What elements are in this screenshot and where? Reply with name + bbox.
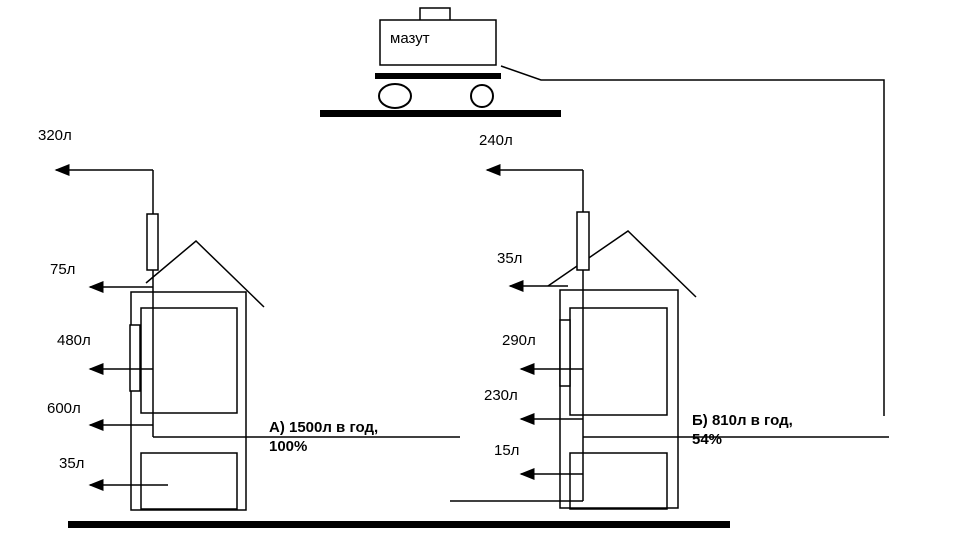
ground-line <box>68 521 730 528</box>
house-a-window-sill <box>129 324 141 392</box>
house-a-roof-loss-label: 75л <box>50 261 76 278</box>
house-b-wall <box>559 289 679 509</box>
house-a-chimney <box>146 213 159 271</box>
house-b-window-sill <box>559 319 571 387</box>
house-b-roof <box>547 230 697 298</box>
house-a-basement <box>140 452 238 510</box>
house-a-floor-loss-label: 35л <box>59 455 85 472</box>
house-b-chimney <box>576 211 590 271</box>
house-a-chimney-loss-label: 320л <box>38 127 72 144</box>
house-a-window-loss-label: 480л <box>57 332 91 349</box>
tank-label: мазут <box>390 30 430 47</box>
house-a-caption-line2: 100% <box>269 438 308 455</box>
house-a-caption-line1: А) 1500л в год, <box>269 419 379 436</box>
house-a-window-frame <box>140 307 238 414</box>
fuel-line <box>500 65 885 416</box>
house-b-caption-line2: 54% <box>692 431 723 448</box>
house-a-wall-loss-label: 600л <box>47 400 81 417</box>
tank-chassis <box>375 73 501 79</box>
house-b-roof-loss-label: 35л <box>497 250 523 267</box>
tank-rail <box>320 110 561 117</box>
tank-wheel-right <box>470 84 494 108</box>
house-a <box>54 164 460 511</box>
house-a-caption: А) 1500л в год, 100% <box>269 418 378 456</box>
house-b-window-frame <box>569 307 668 416</box>
house-b-window-loss-label: 290л <box>502 332 536 349</box>
house-a-roof <box>145 239 265 308</box>
house-b-floor-loss-label: 15л <box>494 442 520 459</box>
house-b-basement <box>569 452 668 510</box>
house-b-caption: Б) 810л в год, 54% <box>692 411 793 449</box>
tank-cap <box>419 7 451 22</box>
house-b-wall-loss-label: 230л <box>484 387 518 404</box>
house-a-wall <box>130 291 247 511</box>
fuel-tank-truck <box>320 7 561 117</box>
house-b-caption-line1: Б) 810л в год, <box>692 412 793 429</box>
tank-wheel-left <box>378 83 412 109</box>
house-b-chimney-loss-label: 240л <box>479 132 513 149</box>
house-b <box>450 164 889 510</box>
tank-body <box>379 19 497 66</box>
